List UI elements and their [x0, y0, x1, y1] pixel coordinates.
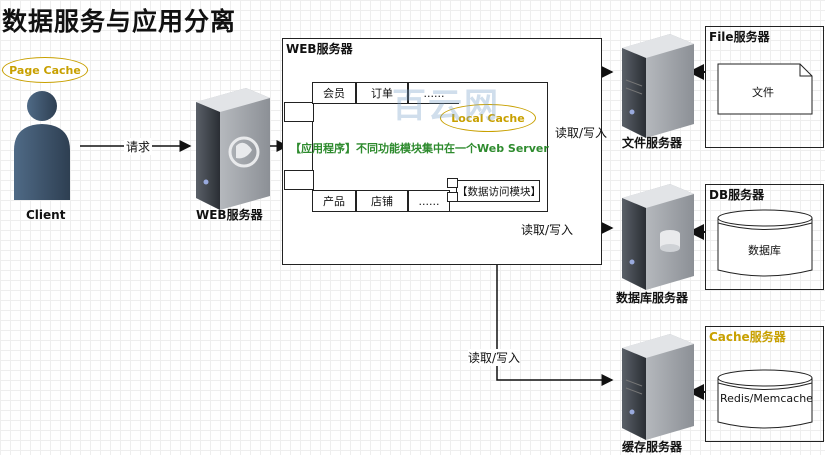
cache-content: Redis/Memcache — [720, 392, 813, 405]
web-server-label: WEB服务器 — [196, 208, 263, 222]
db-panel — [705, 184, 824, 290]
db-content: 数据库 — [748, 244, 781, 257]
file-rw-label: 读取/写入 — [555, 126, 608, 140]
module-pin-bottom — [447, 192, 458, 202]
cache-server-icon — [622, 334, 694, 440]
watermark: 百云网 — [392, 86, 500, 126]
db-server-icon — [622, 184, 694, 290]
request-label: 请求 — [124, 138, 153, 155]
cache-connector — [496, 228, 614, 386]
web-box-title: WEB服务器 — [286, 42, 353, 56]
file-panel-title: File服务器 — [709, 30, 770, 44]
module-pin-top — [447, 178, 458, 188]
cache-panel — [705, 326, 824, 442]
client-label: Client — [26, 208, 66, 222]
web-server-icon — [196, 88, 270, 210]
module-cell-shop: 店铺 — [356, 190, 408, 212]
file-content: 文件 — [752, 86, 774, 99]
module-cell-more-top: ...... — [408, 82, 459, 104]
cache-cylinder — [717, 369, 813, 429]
local-cache-badge: Local Cache — [440, 104, 536, 132]
app-description: 【应用程序】不同功能模块集中在一个Web Server — [290, 142, 549, 155]
module-cell-more-bottom: ...... — [408, 190, 450, 212]
data-access-module: 【数据访问模块】 — [456, 180, 541, 202]
page-cache-badge: Page Cache — [2, 57, 88, 83]
database-cylinder — [717, 209, 813, 277]
cache-server-label: 缓存服务器 — [622, 440, 683, 454]
app-port-bottom — [284, 170, 314, 190]
module-cell-order: 订单 — [356, 82, 408, 104]
page-title: 数据服务与应用分离 — [2, 7, 237, 36]
db-server-label: 数据库服务器 — [616, 291, 689, 305]
module-cell-product: 产品 — [312, 190, 356, 212]
db-panel-title: DB服务器 — [709, 188, 765, 202]
cache-panel-title: Cache服务器 — [709, 330, 786, 344]
client-person-icon — [14, 91, 70, 200]
db-rw-label: 读取/写入 — [521, 221, 574, 238]
cache-rw-label: 读取/写入 — [468, 349, 521, 366]
file-server-icon — [622, 34, 694, 138]
file-panel — [705, 26, 824, 148]
file-server-label: 文件服务器 — [622, 136, 683, 150]
module-cell-member: 会员 — [312, 82, 356, 104]
app-port-top — [284, 102, 314, 122]
file-document — [717, 63, 813, 115]
